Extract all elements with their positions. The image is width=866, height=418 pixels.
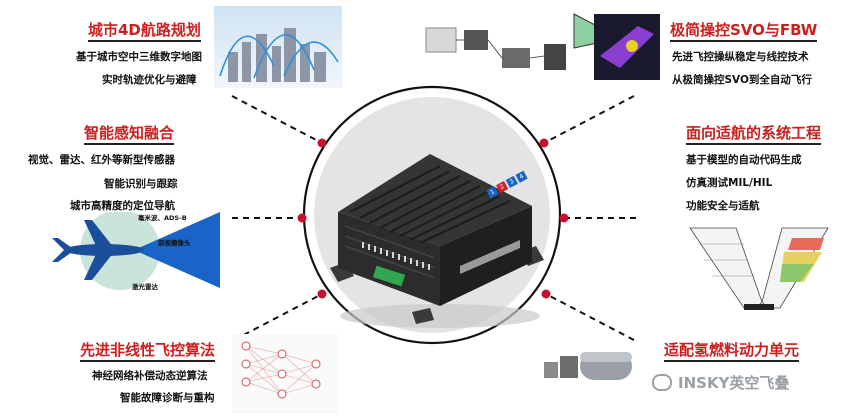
- title-smart-perception-fusion: 智能感知融合: [84, 124, 175, 145]
- desc-svo-to-autonomous: 从极简操控SVO到全自动飞行: [672, 74, 812, 86]
- flight-controller-device: [330, 154, 544, 328]
- label-lidar: 激光雷达: [132, 283, 158, 291]
- v-model-diagram: [684, 222, 834, 314]
- dot-bottom-left: [317, 289, 327, 299]
- desc-fly-by-wire: 先进飞控操纵稳定与线控技术: [672, 51, 809, 63]
- title-airworthiness-systems-engineering: 面向适航的系统工程: [686, 124, 822, 145]
- city-3d-map-image: [214, 6, 342, 88]
- watermark-text: INSKY英空飞叠: [652, 372, 789, 393]
- label-mmwave-adsb: 毫米波、ADS-B: [138, 214, 187, 222]
- title-4d-route-planning: 城市4D航路规划: [88, 21, 201, 42]
- neural-network-diagram: [232, 334, 338, 414]
- sensor-fusion-figure: [44, 212, 220, 292]
- desc-trajectory-optimization: 实时轨迹优化与避障: [102, 74, 197, 86]
- title-nonlinear-flight-control: 先进非线性飞控算法: [80, 341, 216, 362]
- connector-bottom-right: [545, 293, 635, 341]
- svo-fbw-diagram: [424, 8, 662, 84]
- dot-top-right: [539, 138, 549, 148]
- wechat-icon: [652, 374, 672, 391]
- dot-mid-left: [297, 213, 307, 223]
- desc-mil-hil-testing: 仿真测试MIL/HIL: [686, 177, 773, 189]
- desc-recognition-tracking: 智能识别与跟踪: [104, 178, 178, 190]
- desc-model-based-codegen: 基于模型的自动代码生成: [686, 154, 802, 166]
- connector-bottom-left: [233, 293, 323, 341]
- connector-top-left: [231, 95, 323, 144]
- watermark-label: INSKY英空飞叠: [678, 374, 790, 392]
- title-hydrogen-power-unit: 适配氢燃料动力单元: [664, 341, 800, 362]
- desc-new-sensors: 视觉、雷达、红外等新型传感器: [28, 154, 175, 166]
- dot-mid-right: [559, 213, 569, 223]
- dot-top-left: [317, 138, 327, 148]
- desc-nn-dynamic-inversion: 神经网络补偿动态逆算法: [92, 370, 208, 382]
- connector-top-right: [543, 95, 635, 144]
- label-front-camera: 前视摄像头: [158, 239, 191, 247]
- desc-precision-navigation: 城市高精度的定位导航: [70, 200, 175, 212]
- desc-functional-safety: 功能安全与适航: [686, 200, 760, 212]
- dot-bottom-right: [541, 289, 551, 299]
- hydrogen-tank-image: [540, 344, 640, 388]
- title-svo-fbw: 极简操控SVO与FBW: [670, 21, 818, 42]
- desc-fault-diagnosis: 智能故障诊断与重构: [120, 392, 215, 404]
- desc-3d-digital-map: 基于城市空中三维数字地图: [76, 51, 202, 63]
